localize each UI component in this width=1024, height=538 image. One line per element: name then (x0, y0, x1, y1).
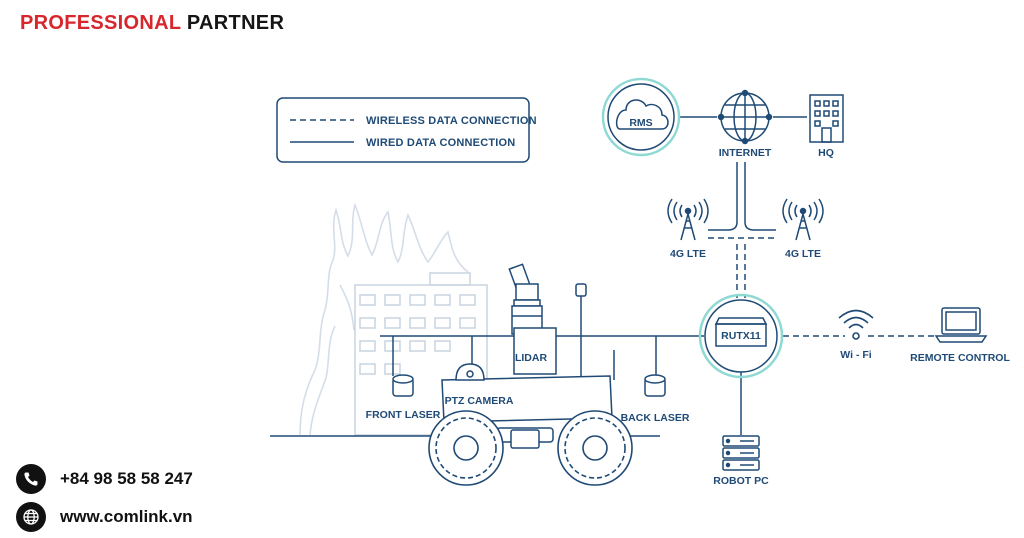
brand-black-text: PARTNER (186, 12, 285, 34)
website-link[interactable]: www.comlink.vn (60, 507, 193, 526)
back-laser-label: BACK LASER (621, 412, 690, 424)
remote-control-label: REMOTE CONTROL (910, 352, 1010, 364)
phone-contact: +84 98 58 58 247 (16, 464, 193, 494)
router-rutx11-icon: RUTX11 (698, 293, 784, 379)
phone-icon (16, 464, 46, 494)
wireless-connections (708, 237, 935, 337)
rms-label: RMS (629, 117, 652, 129)
building-illustration (354, 272, 488, 436)
front-laser-label: FRONT LASER (366, 409, 441, 421)
lte-left-label: 4G LTE (670, 248, 706, 260)
phone-number[interactable]: +84 98 58 58 247 (60, 469, 193, 488)
robot-pc-server-icon (722, 435, 760, 471)
router-label: RUTX11 (721, 330, 761, 342)
robot-wheels (428, 410, 633, 486)
rms-cloud-icon: RMS (601, 77, 681, 157)
legend-wireless-label: WIRELESS DATA CONNECTION (366, 115, 537, 127)
ptz-camera-label: PTZ CAMERA (445, 395, 514, 407)
lte-tower-right-icon (782, 198, 824, 241)
lte-tower-left-icon (667, 198, 709, 241)
brand-red-text: PROFESSIONAL (20, 12, 182, 34)
wifi-label: Wi - Fi (840, 349, 871, 361)
website-contact: www.comlink.vn (16, 502, 193, 532)
laptop-icon (934, 307, 988, 343)
flames-illustration (299, 202, 469, 436)
lte-right-label: 4G LTE (785, 248, 821, 260)
robot-vehicle-illustration (392, 263, 666, 449)
wifi-icon (838, 309, 874, 340)
lidar-label: LIDAR (515, 352, 547, 364)
brand-header: PROFESSIONAL PARTNER (20, 12, 284, 35)
legend-box: WIRELESS DATA CONNECTION WIRED DATA CONN… (276, 97, 537, 163)
hq-building-icon (809, 94, 844, 143)
internet-globe-icon (717, 89, 773, 145)
legend-wired-label: WIRED DATA CONNECTION (366, 137, 515, 149)
internet-label: INTERNET (719, 147, 772, 159)
robot-pc-label: ROBOT PC (713, 475, 769, 487)
globe-icon (16, 502, 46, 532)
hq-label: HQ (818, 147, 834, 159)
